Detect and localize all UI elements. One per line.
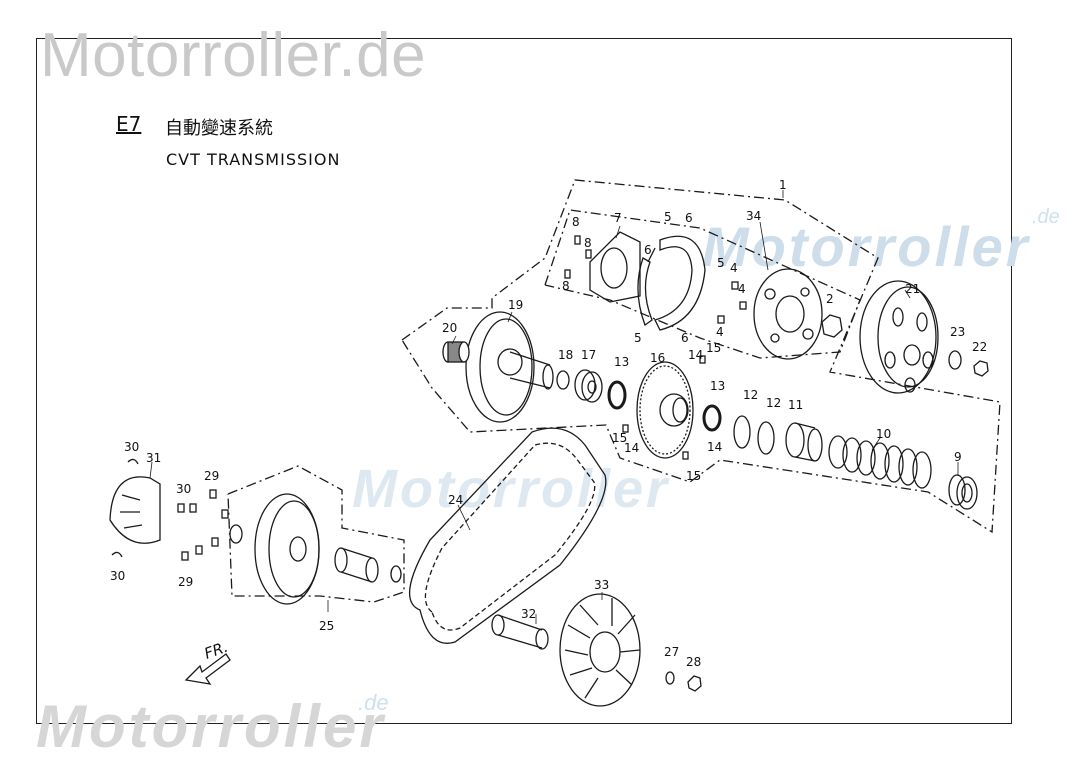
part-number-label: 12 bbox=[766, 396, 781, 410]
part-number-label: 15 bbox=[706, 341, 721, 355]
part-number-label: 13 bbox=[614, 355, 629, 369]
part-number-label: 15 bbox=[686, 469, 701, 483]
spring-seat-collar bbox=[785, 422, 823, 462]
part-number-label: 27 bbox=[664, 645, 679, 659]
circlip-13b bbox=[702, 404, 722, 432]
watermark-center: Motorroller bbox=[352, 459, 671, 519]
part-number-label: 33 bbox=[594, 578, 609, 592]
clutch-bell bbox=[859, 280, 939, 394]
section-title-chinese: 自動變速系統 bbox=[165, 118, 273, 139]
section-title-english: CVT TRANSMISSION bbox=[166, 150, 341, 169]
part-number-label: 6 bbox=[681, 331, 689, 345]
nut-28 bbox=[687, 675, 702, 692]
needle-bearing bbox=[442, 341, 470, 363]
part-number-label: 23 bbox=[950, 325, 965, 339]
part-number-label: 1 bbox=[779, 178, 787, 192]
part-number-label: 9 bbox=[954, 450, 962, 464]
watermark-right-suffix: .de bbox=[1032, 206, 1060, 228]
part-number-label: 13 bbox=[710, 379, 725, 393]
movable-drive-face bbox=[254, 493, 320, 605]
part-number-label: 8 bbox=[572, 215, 580, 229]
fixed-drive-face-collar bbox=[491, 614, 549, 650]
part-number-label: 21 bbox=[905, 282, 920, 296]
part-number-label: 4 bbox=[730, 261, 738, 275]
front-direction-label: FR. bbox=[202, 638, 231, 663]
part-number-label: 17 bbox=[581, 348, 596, 362]
part-number-label: 5 bbox=[634, 331, 642, 345]
group-outline-variator bbox=[227, 465, 405, 603]
part-number-label: 24 bbox=[448, 493, 463, 507]
washer-25a bbox=[229, 524, 243, 544]
part-number-label: 8 bbox=[562, 279, 570, 293]
part-number-label: 18 bbox=[558, 348, 573, 362]
part-number-label: 20 bbox=[442, 321, 457, 335]
group-outline-clutch bbox=[401, 179, 1001, 534]
part-number-label: 32 bbox=[521, 607, 536, 621]
part-number-label: 6 bbox=[685, 211, 693, 225]
part-number-label: 30 bbox=[176, 482, 191, 496]
washer-23 bbox=[948, 350, 962, 370]
washer-27 bbox=[665, 671, 675, 685]
part-number-label: 14 bbox=[707, 440, 722, 454]
part-number-label: 28 bbox=[686, 655, 701, 669]
front-direction-arrow bbox=[184, 653, 231, 685]
watermark-top: Motorroller.de bbox=[40, 21, 427, 90]
watermark-bottom: Motorroller bbox=[36, 693, 386, 760]
clutch-plate bbox=[589, 231, 641, 303]
clutch-drive-plate bbox=[753, 268, 823, 360]
part-number-label: 14 bbox=[688, 348, 703, 362]
bearing-17 bbox=[574, 369, 603, 403]
part-number-label: 31 bbox=[146, 451, 161, 465]
part-number-label: 7 bbox=[614, 211, 622, 225]
clutch-shoes bbox=[637, 235, 706, 331]
part-number-label: 30 bbox=[124, 440, 139, 454]
circlip-13a bbox=[607, 380, 627, 410]
part-number-label: 6 bbox=[644, 243, 652, 257]
part-number-label: 12 bbox=[743, 388, 758, 402]
part-number-label: 8 bbox=[584, 236, 592, 250]
driven-spring bbox=[828, 435, 932, 489]
part-number-label: 30 bbox=[110, 569, 125, 583]
o-ring-12b bbox=[757, 421, 775, 455]
part-number-label: 10 bbox=[876, 427, 891, 441]
part-number-label: 14 bbox=[624, 441, 639, 455]
part-number-label: 34 bbox=[746, 209, 761, 223]
nut-22 bbox=[973, 360, 989, 377]
part-number-label: 4 bbox=[716, 325, 724, 339]
drive-collar bbox=[334, 547, 379, 583]
fan-drive-face bbox=[559, 593, 641, 707]
part-number-label: 29 bbox=[178, 575, 193, 589]
part-number-label: 4 bbox=[738, 282, 746, 296]
part-number-label: 5 bbox=[717, 256, 725, 270]
oil-seal bbox=[556, 370, 570, 390]
leader-lines bbox=[149, 190, 959, 624]
part-number-label: 15 bbox=[612, 431, 627, 445]
section-code: E7 bbox=[116, 112, 142, 136]
drive-belt bbox=[408, 427, 607, 644]
ramp-plate bbox=[109, 476, 161, 544]
part-number-label: 19 bbox=[508, 298, 523, 312]
part-number-label: 29 bbox=[204, 469, 219, 483]
diagram-frame bbox=[36, 38, 1012, 724]
part-number-label: 2 bbox=[826, 292, 834, 306]
part-number-label: 22 bbox=[972, 340, 987, 354]
clip-25b bbox=[390, 565, 402, 583]
seal-collar bbox=[948, 474, 978, 510]
part-number-label: 11 bbox=[788, 398, 803, 412]
part-number-label: 5 bbox=[664, 210, 672, 224]
watermark-right: Motorroller bbox=[702, 215, 1031, 278]
part-number-label: 16 bbox=[650, 351, 665, 365]
watermark-bottom-suffix: .de bbox=[358, 690, 389, 715]
clutch-nut bbox=[821, 314, 843, 338]
sliding-sheave bbox=[636, 361, 694, 459]
clutch-pulley bbox=[465, 311, 554, 423]
part-number-label: 25 bbox=[319, 619, 334, 633]
o-ring-12a bbox=[733, 415, 751, 449]
small-parts bbox=[111, 235, 747, 561]
